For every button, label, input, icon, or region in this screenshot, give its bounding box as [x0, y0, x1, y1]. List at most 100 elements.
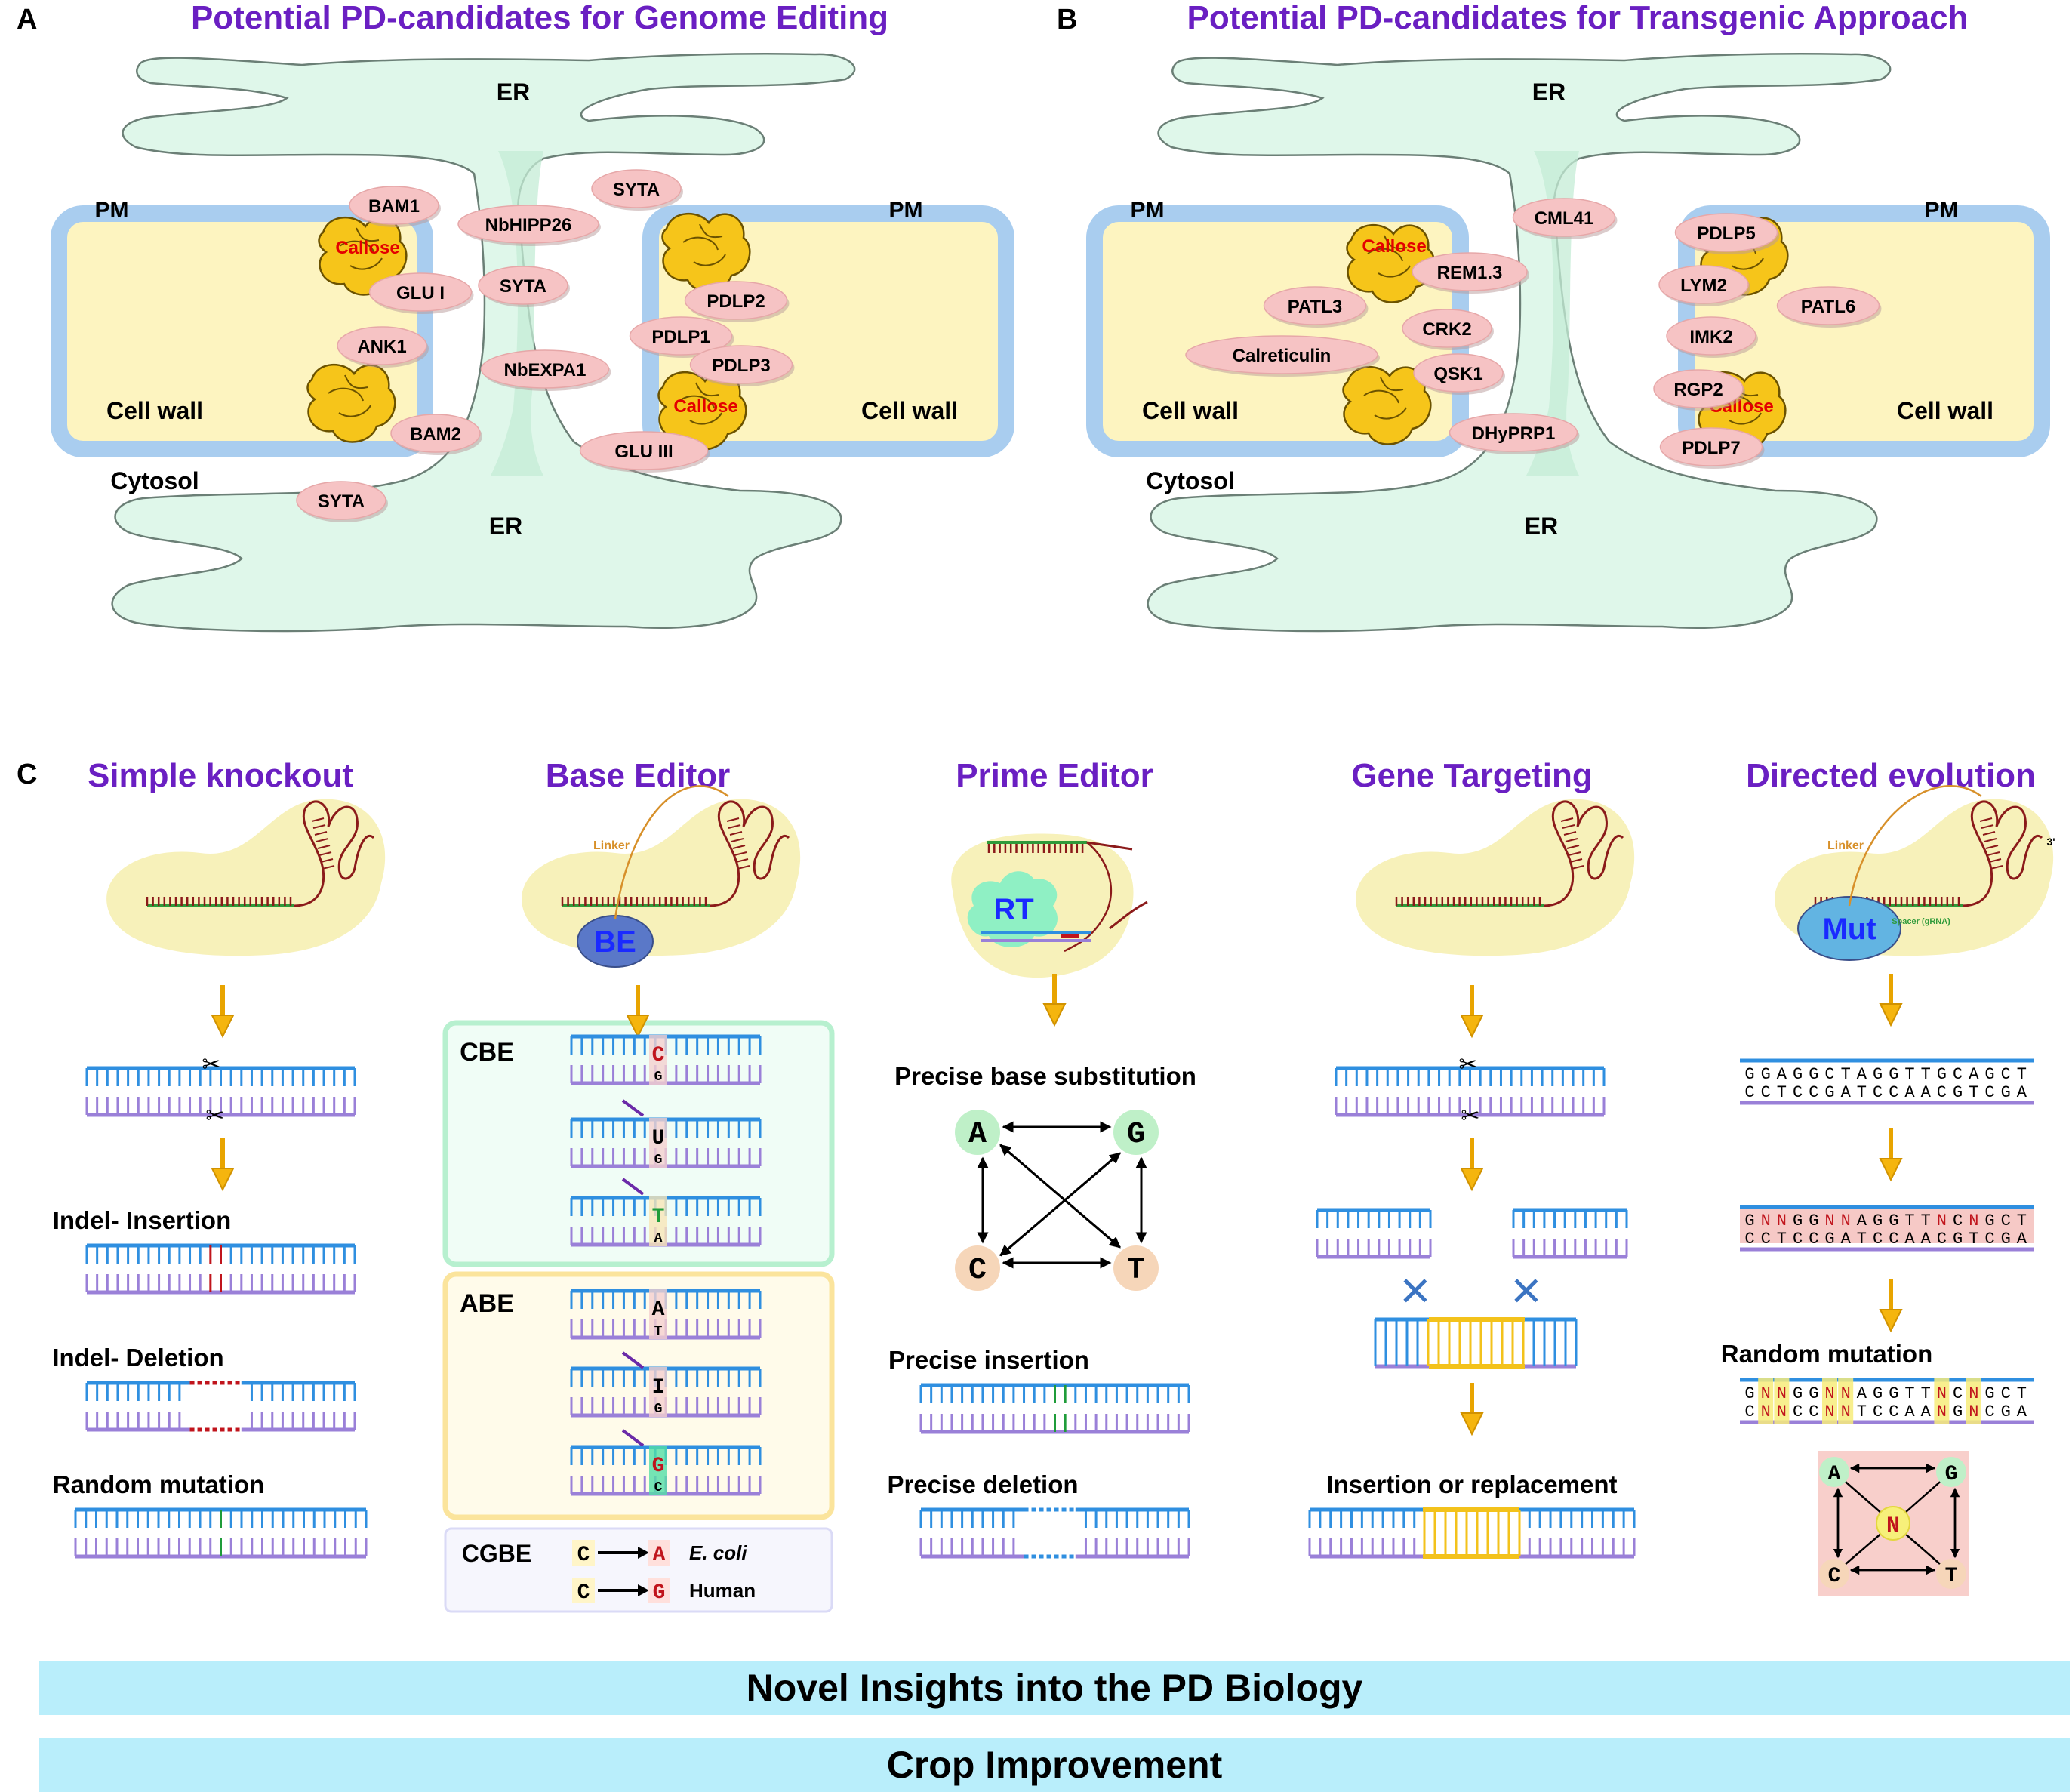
sequence-base-top: T [2017, 1212, 2027, 1230]
sequence-base-bottom: A [1904, 1083, 1915, 1102]
sequence-base-bottom: G [2001, 1403, 2011, 1421]
sequence-base-bottom: A [2017, 1230, 2027, 1249]
protein: GLU III [579, 431, 710, 473]
protein: CML41 [1512, 198, 1618, 239]
sequence-base-bottom: N [1777, 1403, 1787, 1421]
abe-label: ABE [460, 1289, 514, 1318]
protein-ellipse [1512, 198, 1616, 237]
arrow-shaft [1889, 1128, 1893, 1162]
edited-base: I [652, 1376, 665, 1399]
protein: IMK2 [1666, 316, 1758, 358]
edited-base: T [652, 1205, 665, 1229]
sequence-base-bottom: N [1761, 1403, 1771, 1421]
nucleotide-node [1113, 1245, 1159, 1291]
protein-ellipse [579, 431, 709, 470]
cas9-protein [1356, 799, 1635, 956]
sequence-base-top: G [1793, 1212, 1803, 1230]
callose-deposit-1 [318, 217, 408, 296]
sequence-base-top: G [1744, 1065, 1754, 1084]
sequence-base-top: G [1889, 1384, 1898, 1403]
cbe-label: CBE [460, 1038, 514, 1067]
grna-stem [1562, 824, 1575, 829]
yellow-arrow [1460, 985, 1484, 1039]
nucleotide-node [1819, 1559, 1849, 1589]
sequence-base-top: N [1841, 1384, 1851, 1403]
base-from: C [577, 1544, 590, 1567]
sequence-base-bottom: C [1744, 1083, 1754, 1102]
dna-precise-deletion [919, 1507, 1190, 1559]
protein: QSK1 [1413, 353, 1505, 395]
protein: ANK1 [337, 326, 429, 368]
sequence-base-bottom: T [1857, 1230, 1867, 1249]
grna-stem [728, 824, 741, 829]
sequence-base-bottom: C [1809, 1230, 1818, 1249]
grna-stem [316, 838, 329, 842]
sequence-base-bottom: T [1857, 1403, 1867, 1421]
arrow-shaft [1470, 1138, 1474, 1172]
sequence-base-top: G [1873, 1065, 1883, 1084]
sequence-base-top: T [1921, 1212, 1931, 1230]
callose-label: Callose [673, 396, 737, 417]
sequence-base-bottom: C [1873, 1230, 1883, 1249]
pm-label-left: PM [1131, 198, 1165, 223]
sequence-base-bottom: A [1841, 1083, 1852, 1102]
sequence-base-top: T [1841, 1065, 1851, 1084]
sequence-base-bottom: C [1984, 1403, 1994, 1421]
sequence-base-top: C [1824, 1065, 1834, 1084]
grna-stem [1560, 817, 1574, 822]
protein-label: PDLP7 [1682, 438, 1740, 458]
sequence-base-bottom: N [1937, 1403, 1947, 1421]
protein-ellipse [296, 481, 386, 520]
callose-fold [1363, 377, 1407, 420]
base-to-box [648, 1578, 670, 1603]
cas9-protein [106, 799, 386, 956]
paired-base: C [654, 1480, 663, 1495]
sequence-base-bottom: C [1889, 1230, 1898, 1249]
cas9-complex [1356, 799, 1635, 956]
edited-base-highlight [649, 1446, 667, 1495]
sequence-base-top: A [1777, 1065, 1787, 1084]
dna-deletion [85, 1381, 356, 1432]
sequence-base-bottom: C [1744, 1230, 1754, 1249]
grna-stem [1982, 831, 1996, 836]
dna-insertion [85, 1243, 356, 1295]
column-title-0: Simple knockout [88, 757, 353, 794]
sequence-base-bottom: A [1904, 1230, 1915, 1249]
yellow-arrow [1879, 1128, 1903, 1182]
arrow-head [1460, 1412, 1484, 1436]
cell-wall-label-right: Cell wall [1897, 397, 1993, 424]
protein-ellipse [1185, 335, 1378, 374]
yellow-arrow [1879, 1279, 1903, 1333]
sequence-base-top: G [1761, 1065, 1771, 1084]
er-label-bottom: ER [1525, 513, 1558, 540]
er-label-bottom: ER [489, 513, 522, 540]
sequence-base-top: N [1777, 1212, 1787, 1230]
sequence-base-top: G [1873, 1212, 1883, 1230]
grna-stem [732, 845, 746, 849]
sequence-base-top: A [1969, 1065, 1979, 1084]
sequence-base-top: G [1937, 1065, 1947, 1084]
sequence-base-bottom: C [1809, 1403, 1818, 1421]
sequence-base-bottom: C [1873, 1083, 1883, 1102]
sequence-base-top: N [1824, 1384, 1834, 1403]
sequence-base-top: N [1937, 1212, 1947, 1230]
column-title-2: Prime Editor [956, 757, 1153, 794]
grna-stem [1563, 831, 1577, 836]
rt-label: RT [993, 893, 1033, 926]
protein-ellipse [1413, 353, 1504, 393]
sequence-base-top: N [1824, 1212, 1834, 1230]
protein: GLU I [368, 272, 474, 314]
yellow-arrow [211, 1138, 235, 1192]
protein: SYTA [478, 266, 570, 307]
protein: BAM1 [349, 186, 441, 227]
sequence-base-top: G [1744, 1384, 1754, 1403]
edited-base: A [652, 1298, 665, 1322]
sequence-base-bottom: N [1824, 1403, 1834, 1421]
cgbe-label: CGBE [462, 1540, 531, 1567]
sequence-base-top: C [2001, 1065, 2011, 1084]
protein-ellipse [368, 272, 473, 312]
